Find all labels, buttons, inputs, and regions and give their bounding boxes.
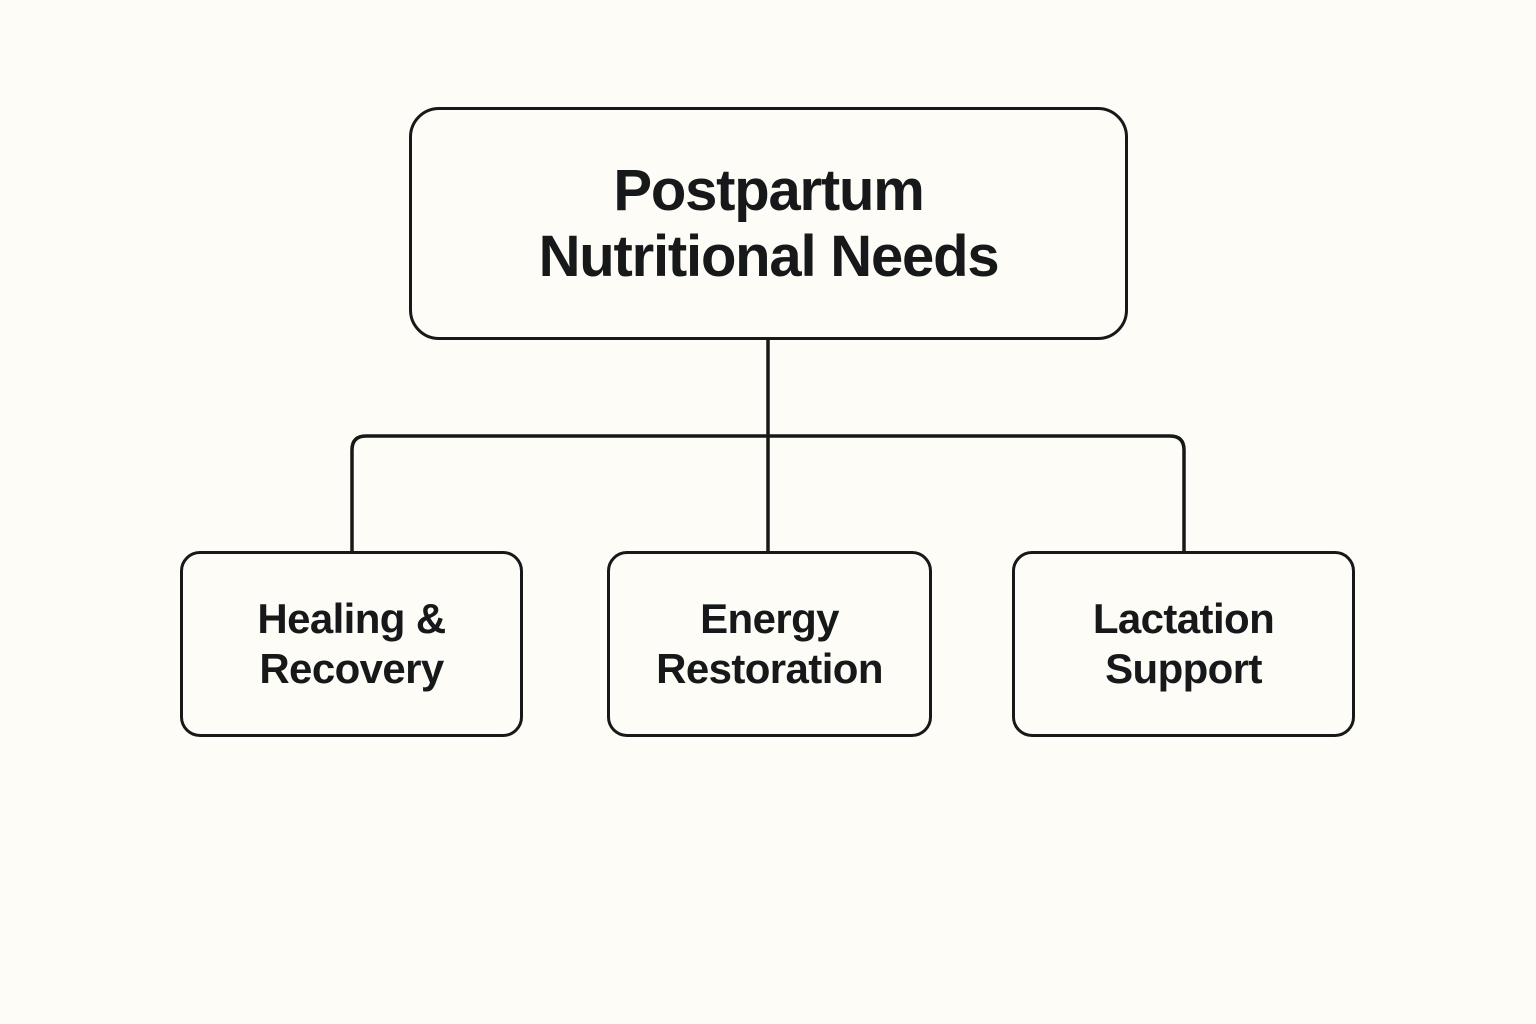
connector-bus-right — [768, 434, 1186, 551]
node-root-label: Postpartum Nutritional Needs — [538, 157, 1000, 289]
node-postpartum-nutritional-needs[interactable]: Postpartum Nutritional Needs — [409, 107, 1128, 340]
node-healing-recovery-label: Healing & Recovery — [257, 594, 446, 692]
node-lactation-support-label: Lactation Support — [1092, 594, 1275, 692]
node-healing-recovery[interactable]: Healing & Recovery — [180, 551, 523, 737]
node-energy-restoration-label: Energy Restoration — [656, 594, 883, 692]
node-lactation-support[interactable]: Lactation Support — [1012, 551, 1355, 737]
connector-bus-left — [350, 434, 768, 551]
node-energy-restoration[interactable]: Energy Restoration — [607, 551, 932, 737]
